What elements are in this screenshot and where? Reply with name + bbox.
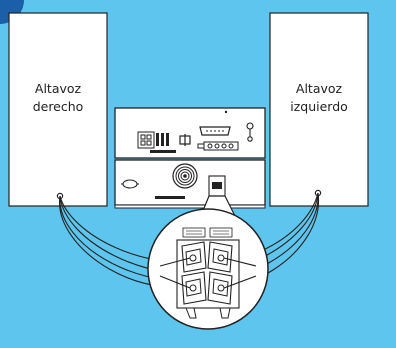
corner-badge: [0, 0, 24, 24]
upper-left-jacks: [137, 131, 169, 149]
antenna-jack: [246, 122, 254, 142]
main-unit: [114, 107, 266, 209]
speaker-terminal-magnifier: [147, 208, 269, 330]
right-speaker-label-line2: derecho: [33, 99, 84, 114]
cooling-fan: [172, 163, 198, 189]
terminal-housing-labels: [182, 227, 233, 238]
terminal-strip: [197, 141, 239, 151]
left-speaker-label-line1: Altavoz: [296, 81, 343, 96]
right-speaker: Altavoz derecho: [8, 12, 108, 207]
left-speaker: Altavoz izquierdo: [269, 12, 369, 207]
terminal-clip-top-right: [207, 241, 233, 273]
lower-label-strip: [155, 196, 185, 199]
right-speaker-panel: [8, 12, 108, 207]
power-socket: [121, 179, 139, 189]
center-connector: [179, 134, 191, 146]
left-speaker-label-line2: izquierdo: [290, 99, 348, 114]
terminal-clip-top-left: [181, 241, 207, 273]
right-speaker-label-line1: Altavoz: [35, 81, 82, 96]
terminal-block-feet: [185, 307, 231, 319]
speaker-output-block: [208, 175, 226, 197]
serial-port: [199, 126, 231, 136]
indicator-dot: [224, 110, 228, 114]
left-speaker-panel: [269, 12, 369, 207]
wire-ends: [159, 257, 257, 289]
terminal-clip-bottom-left: [181, 271, 207, 305]
terminal-clip-bottom-right: [207, 271, 233, 305]
upper-label-strip: [150, 150, 176, 153]
main-unit-base: [114, 204, 266, 209]
